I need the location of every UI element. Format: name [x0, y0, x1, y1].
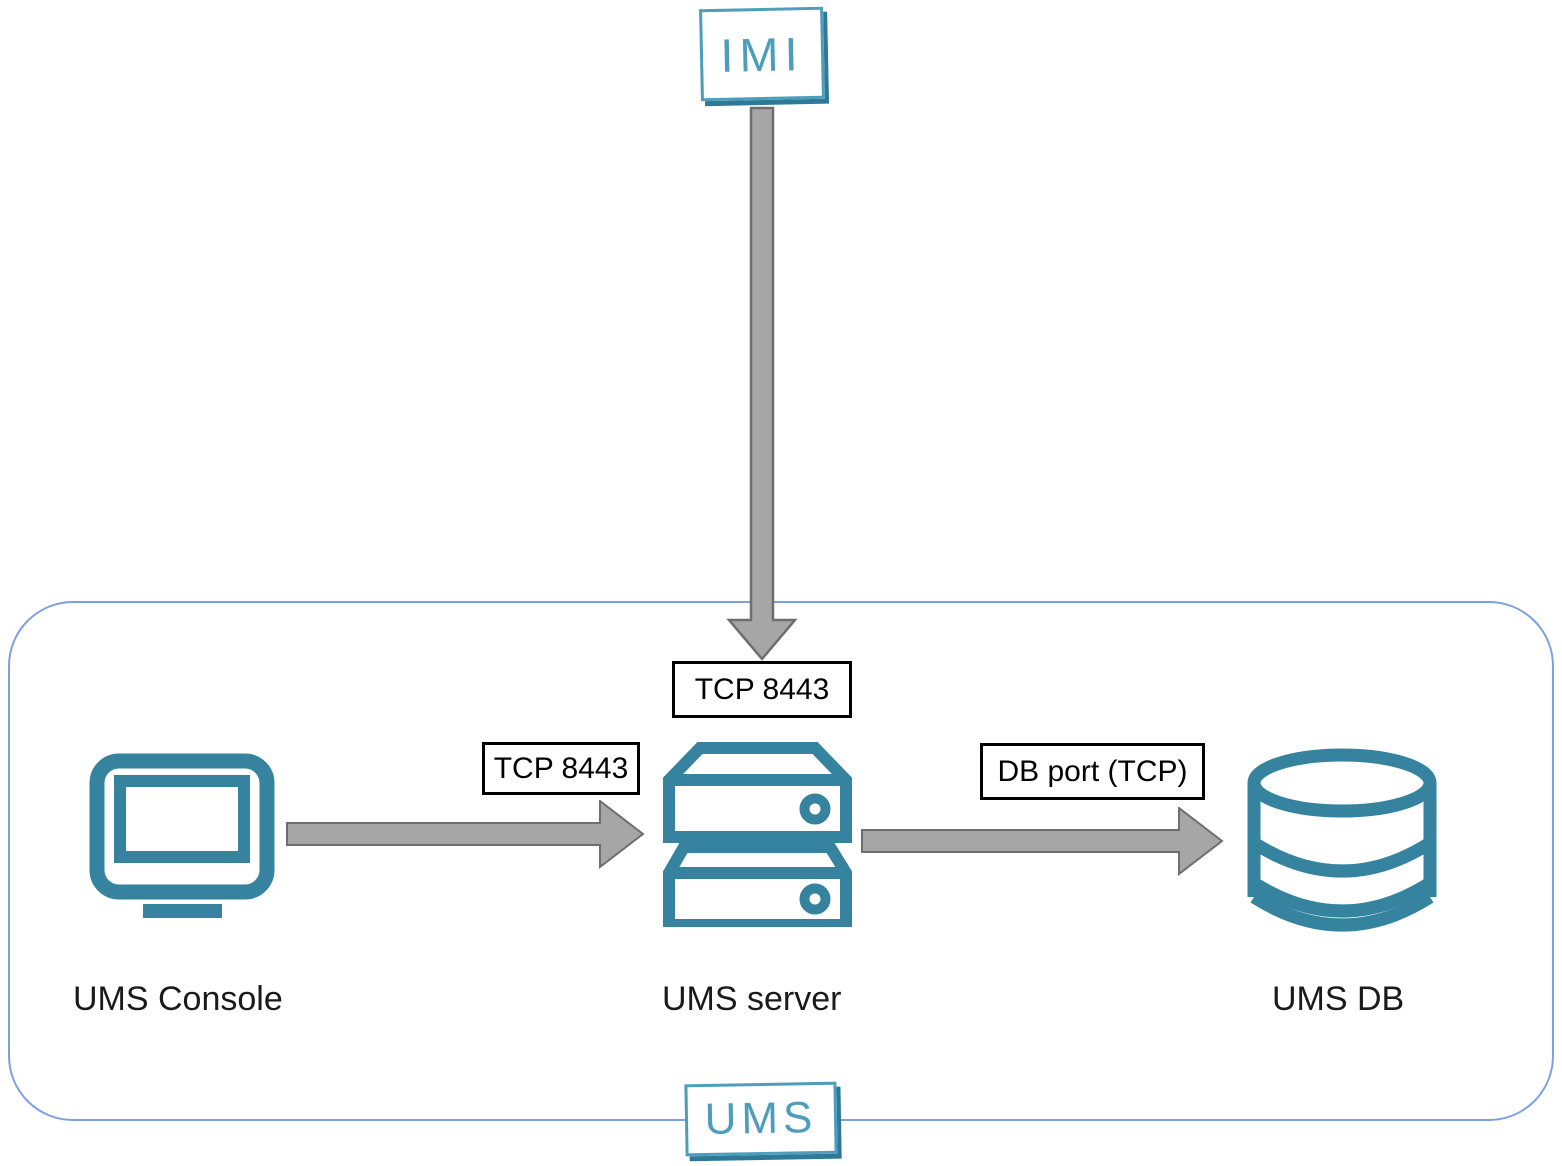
port-label-console-tcp8443: TCP 8443 [482, 742, 640, 795]
arrow-imi-to-ums-server [726, 106, 798, 661]
node-label-text: UMS DB [1272, 980, 1405, 1018]
arrow-server-to-db [861, 807, 1224, 877]
arrow-console-to-server [286, 800, 645, 870]
ums-console-label: UMS Console [73, 980, 283, 1019]
ums-server-label: UMS server [662, 980, 841, 1019]
port-label-imi-tcp8443: TCP 8443 [672, 661, 852, 718]
ums-boundary-tag: UMS [684, 1081, 838, 1157]
imi-logo-label: IMI [719, 26, 805, 82]
node-label-text: UMS Console [73, 980, 283, 1018]
server-icon [663, 742, 852, 927]
port-label-text: TCP 8443 [493, 751, 629, 785]
imi-node: IMI [699, 6, 825, 102]
port-label-text: TCP 8443 [694, 672, 830, 706]
database-icon [1247, 748, 1437, 932]
port-label-text: DB port (TCP) [997, 754, 1188, 788]
node-label-text: UMS server [662, 980, 842, 1018]
port-label-db-port: DB port (TCP) [980, 743, 1205, 800]
ums-db-label: UMS DB [1272, 980, 1404, 1019]
ums-logo-label: UMS [704, 1093, 818, 1144]
monitor-icon [89, 753, 275, 918]
